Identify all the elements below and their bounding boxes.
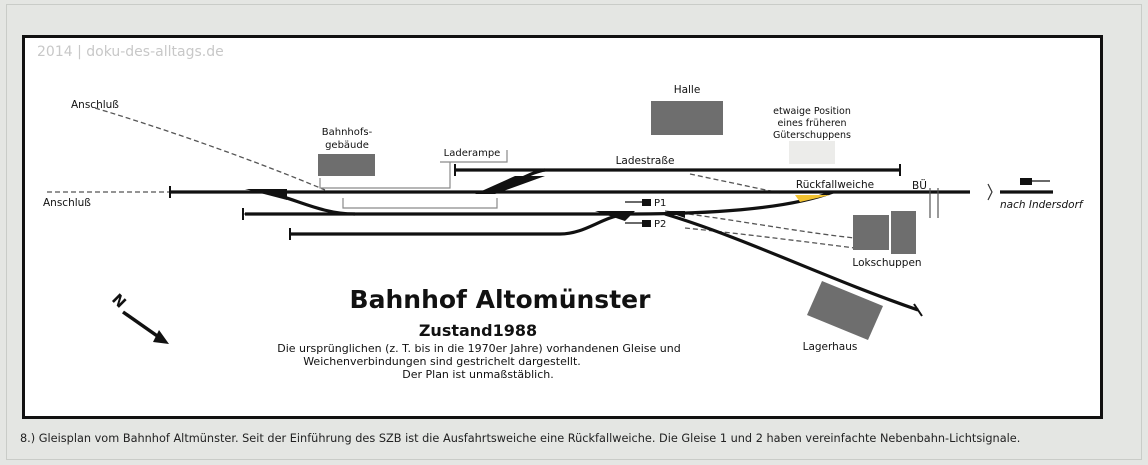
plan-title: Bahnhof Altomünster xyxy=(350,285,652,314)
former-track-anschluss-top xyxy=(94,107,326,191)
label-ladestrasse: Ladestraße xyxy=(616,155,675,167)
signal-p1-icon xyxy=(642,199,651,206)
plan-subtitle: Zustand1988 xyxy=(419,321,537,340)
label-bahnhofsgebaeude-1: Bahnhofs- xyxy=(322,127,373,138)
rueckfallweiche-marker xyxy=(795,195,830,202)
laderampe-platform xyxy=(319,162,451,189)
label-lagerhaus: Lagerhaus xyxy=(803,341,858,353)
plan-note-3: Der Plan ist unmaßstäblich. xyxy=(402,368,553,381)
track-lagerhaus-buffer xyxy=(913,303,923,317)
label-bue: BÜ xyxy=(912,179,927,192)
lokschuppen-building-annex xyxy=(891,211,916,254)
former-track-lokschuppen-1 xyxy=(664,210,856,239)
label-p2: P2 xyxy=(654,219,666,230)
switch-marker-west xyxy=(245,189,287,200)
label-gueterschuppen-3: Güterschuppens xyxy=(773,130,851,141)
gueterschuppen-position xyxy=(789,141,835,164)
label-gueterschuppen-2: eines früheren xyxy=(777,118,846,129)
plan-note-1: Die ursprünglichen (z. T. bis in die 197… xyxy=(277,342,680,355)
label-anschluss-left: Anschluß xyxy=(43,197,91,209)
plan-note-2: Weichenverbindungen sind gestrichelt dar… xyxy=(303,355,581,368)
switch-marker-p2-east xyxy=(665,211,685,218)
former-crossover-ladestrasse xyxy=(689,173,781,194)
track-plan-diagram: 2014 | doku-des-alltags.de xyxy=(37,44,1085,381)
label-anschluss-top: Anschluß xyxy=(71,99,119,111)
platform-main xyxy=(342,198,498,209)
label-laderampe: Laderampe xyxy=(444,148,501,159)
track-break-symbol xyxy=(987,183,993,201)
track-plan-panel: 2014 | doku-des-alltags.de xyxy=(22,35,1103,419)
label-bahnhofsgebaeude-2: gebäude xyxy=(325,140,369,151)
track-lagerhaus xyxy=(664,212,919,312)
track-3 xyxy=(290,212,626,236)
switch-marker-p2-west xyxy=(595,211,635,221)
lokschuppen-building xyxy=(853,215,889,250)
label-lokschuppen: Lokschuppen xyxy=(852,257,921,269)
label-nach-indersdorf: nach Indersdorf xyxy=(1000,199,1085,211)
laderampe-bracket xyxy=(440,150,508,163)
signal-p2-icon xyxy=(642,220,651,227)
lagerhaus-building xyxy=(807,281,883,340)
label-p1: P1 xyxy=(654,198,666,209)
north-arrow-head xyxy=(153,330,169,344)
figure-caption: 8.) Gleisplan vom Bahnhof Altmünster. Se… xyxy=(20,432,1021,445)
signal-indersdorf-icon xyxy=(1020,178,1032,185)
north-arrow: N xyxy=(108,290,169,344)
label-halle: Halle xyxy=(674,84,701,96)
switch-marker-laderampe xyxy=(475,176,545,194)
watermark: 2014 | doku-des-alltags.de xyxy=(37,44,224,60)
former-track-lokschuppen-2 xyxy=(684,227,856,249)
label-rueckfallweiche: Rückfallweiche xyxy=(796,179,874,191)
label-gueterschuppen-1: etwaige Position xyxy=(773,106,851,117)
bahnhofsgebaeude-building xyxy=(318,154,375,176)
halle-building xyxy=(651,101,723,135)
north-arrow-letter: N xyxy=(108,290,130,312)
